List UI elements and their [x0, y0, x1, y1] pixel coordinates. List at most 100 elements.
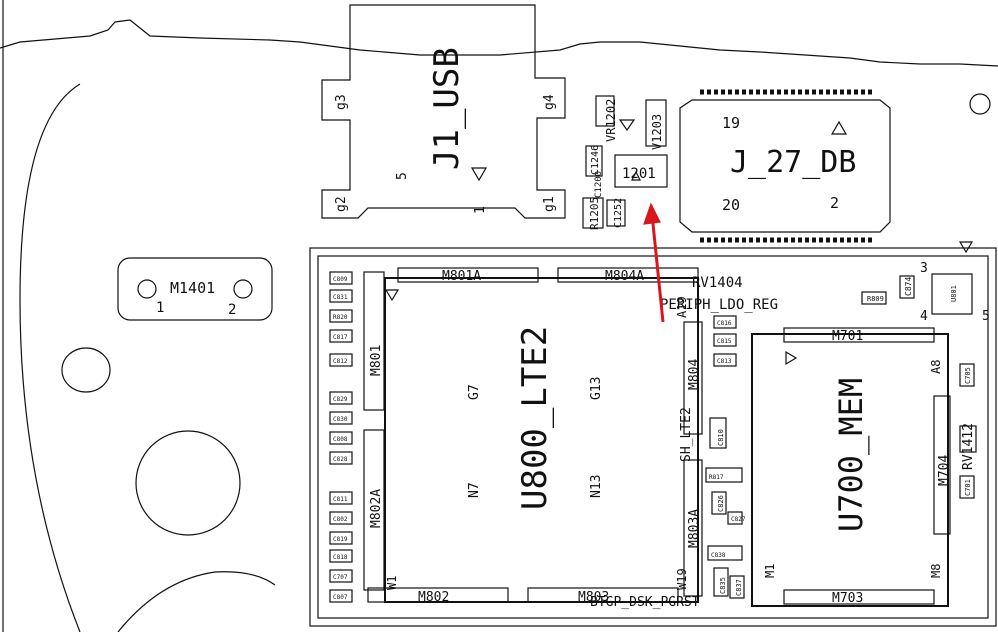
- board-outline: [0, 19, 998, 67]
- svg-text:M701: M701: [832, 329, 863, 344]
- svg-text:M802: M802: [418, 590, 449, 605]
- svg-text:U801: U801: [950, 285, 958, 302]
- lte-left-cap: C829: [329, 391, 353, 405]
- svg-text:g1: g1: [542, 196, 557, 212]
- svg-text:M803: M803: [578, 590, 609, 605]
- mem-module: M701 M703 M704 U700_MEM A8 M1 M8 C705 RV…: [751, 327, 977, 607]
- svg-text:5: 5: [982, 309, 990, 324]
- svg-text:C837: C837: [735, 579, 743, 596]
- svg-text:M801: M801: [369, 345, 384, 376]
- svg-text:C818: C818: [333, 554, 348, 561]
- svg-text:SH_LTE2: SH_LTE2: [679, 407, 694, 462]
- svg-text:5: 5: [395, 172, 410, 180]
- svg-text:C707: C707: [333, 574, 348, 581]
- lte-left-cap: C819: [329, 531, 353, 545]
- svg-text:C835: C835: [719, 577, 727, 594]
- svg-text:C817: C817: [333, 334, 348, 341]
- svg-text:RV1404: RV1404: [692, 275, 743, 291]
- svg-text:C829: C829: [333, 396, 348, 403]
- lte-right-cap: C827: [727, 511, 746, 525]
- svg-text:M704: M704: [937, 455, 952, 486]
- svg-text:C831: C831: [333, 294, 348, 301]
- svg-text:g4: g4: [542, 94, 557, 110]
- svg-text:N13: N13: [589, 475, 604, 498]
- svg-text:g2: g2: [334, 196, 349, 212]
- svg-text:C809: C809: [333, 276, 348, 283]
- svg-text:M804: M804: [687, 359, 702, 390]
- lte-right-cap: C810: [709, 417, 727, 449]
- svg-text:R809: R809: [867, 295, 884, 303]
- svg-text:G13: G13: [589, 377, 604, 400]
- shield-top-parts: RV1404 PERIPH_LDO_REG R809 C874 U801 3 4…: [660, 261, 990, 324]
- lte-left-cap: C802: [329, 511, 353, 525]
- mount-hole-partial: [117, 571, 276, 632]
- svg-text:C812: C812: [333, 358, 348, 365]
- svg-text:M803A: M803A: [687, 509, 702, 548]
- mount-hole-large: [135, 430, 241, 536]
- lte-left-cap: C811: [329, 491, 353, 505]
- svg-text:C808: C808: [333, 436, 348, 443]
- svg-text:M1: M1: [763, 564, 777, 578]
- red-arrow-annotation: [643, 202, 665, 323]
- svg-text:G7: G7: [467, 384, 482, 400]
- svg-text:C701: C701: [964, 479, 972, 496]
- lte-left-caps: C809C831R820C817C812C829C830C808C828C811…: [329, 271, 353, 603]
- svg-text:C828: C828: [333, 456, 348, 463]
- lte-label: U800_LTE2: [515, 326, 555, 510]
- svg-text:M804A: M804A: [605, 269, 644, 284]
- svg-text:19: 19: [722, 114, 740, 132]
- lte-left-cap: R820: [329, 309, 353, 323]
- board-left-curve: [19, 83, 81, 632]
- svg-text:M801A: M801A: [442, 269, 481, 284]
- lte-right-cap: C816: [713, 315, 737, 329]
- svg-text:R817: R817: [709, 474, 724, 481]
- lte-left-cap: C809: [329, 271, 353, 285]
- svg-text:R1205: R1205: [588, 197, 601, 230]
- svg-text:BTGP_DSK_PGRST: BTGP_DSK_PGRST: [590, 595, 700, 610]
- svg-text:C815: C815: [717, 338, 732, 345]
- lte-left-cap: C828: [329, 451, 353, 465]
- svg-text:W19: W19: [675, 568, 689, 590]
- m1401-label: M1401: [170, 279, 215, 297]
- svg-text:2: 2: [228, 302, 236, 318]
- svg-text:1: 1: [156, 300, 164, 316]
- svg-text:1201: 1201: [622, 166, 656, 182]
- lte-left-cap: C807: [329, 589, 353, 603]
- svg-text:R820: R820: [333, 314, 348, 321]
- svg-text:C807: C807: [333, 594, 348, 601]
- lte-left-cap: C818: [329, 549, 353, 563]
- svg-text:C705: C705: [964, 367, 972, 384]
- lte-right-cap: C838: [707, 545, 743, 561]
- svg-text:PERIPH_LDO_REG: PERIPH_LDO_REG: [660, 297, 778, 313]
- lte-right-cap: C813: [713, 353, 737, 367]
- mount-hole-oval: [61, 347, 111, 393]
- svg-text:C826: C826: [717, 495, 725, 512]
- db-label: J_27_DB: [730, 145, 856, 180]
- lte-left-cap: C707: [329, 569, 353, 583]
- svg-text:C827: C827: [731, 516, 746, 523]
- lte-right-cap: C815: [713, 333, 737, 347]
- svg-text:N7: N7: [467, 482, 482, 498]
- svg-text:C813: C813: [717, 358, 732, 365]
- svg-text:M802A: M802A: [369, 489, 384, 528]
- svg-text:C874: C874: [904, 277, 913, 296]
- svg-text:RV1412: RV1412: [961, 423, 976, 470]
- lte-left-cap: C817: [329, 329, 353, 343]
- svg-text:M703: M703: [832, 591, 863, 606]
- mount-m1401: M1401 1 2: [117, 257, 273, 321]
- svg-text:M8: M8: [929, 564, 943, 578]
- lte-right-cap: C826: [711, 491, 727, 515]
- svg-text:4: 4: [920, 309, 928, 324]
- corner-hole: [969, 93, 991, 115]
- lte-right-cap: C835: [713, 567, 729, 597]
- svg-text:C802: C802: [333, 516, 348, 523]
- svg-text:C816: C816: [717, 320, 732, 327]
- svg-text:C1200: C1200: [594, 171, 604, 198]
- usb-connector: J1_USB g3 g4 g2 g1 5 1: [321, 4, 566, 219]
- svg-text:C1252: C1252: [613, 198, 624, 228]
- lte-right-cap: C837: [729, 575, 745, 599]
- svg-text:A19: A19: [675, 296, 689, 318]
- svg-text:C811: C811: [333, 496, 348, 503]
- shield-outline: [309, 247, 997, 627]
